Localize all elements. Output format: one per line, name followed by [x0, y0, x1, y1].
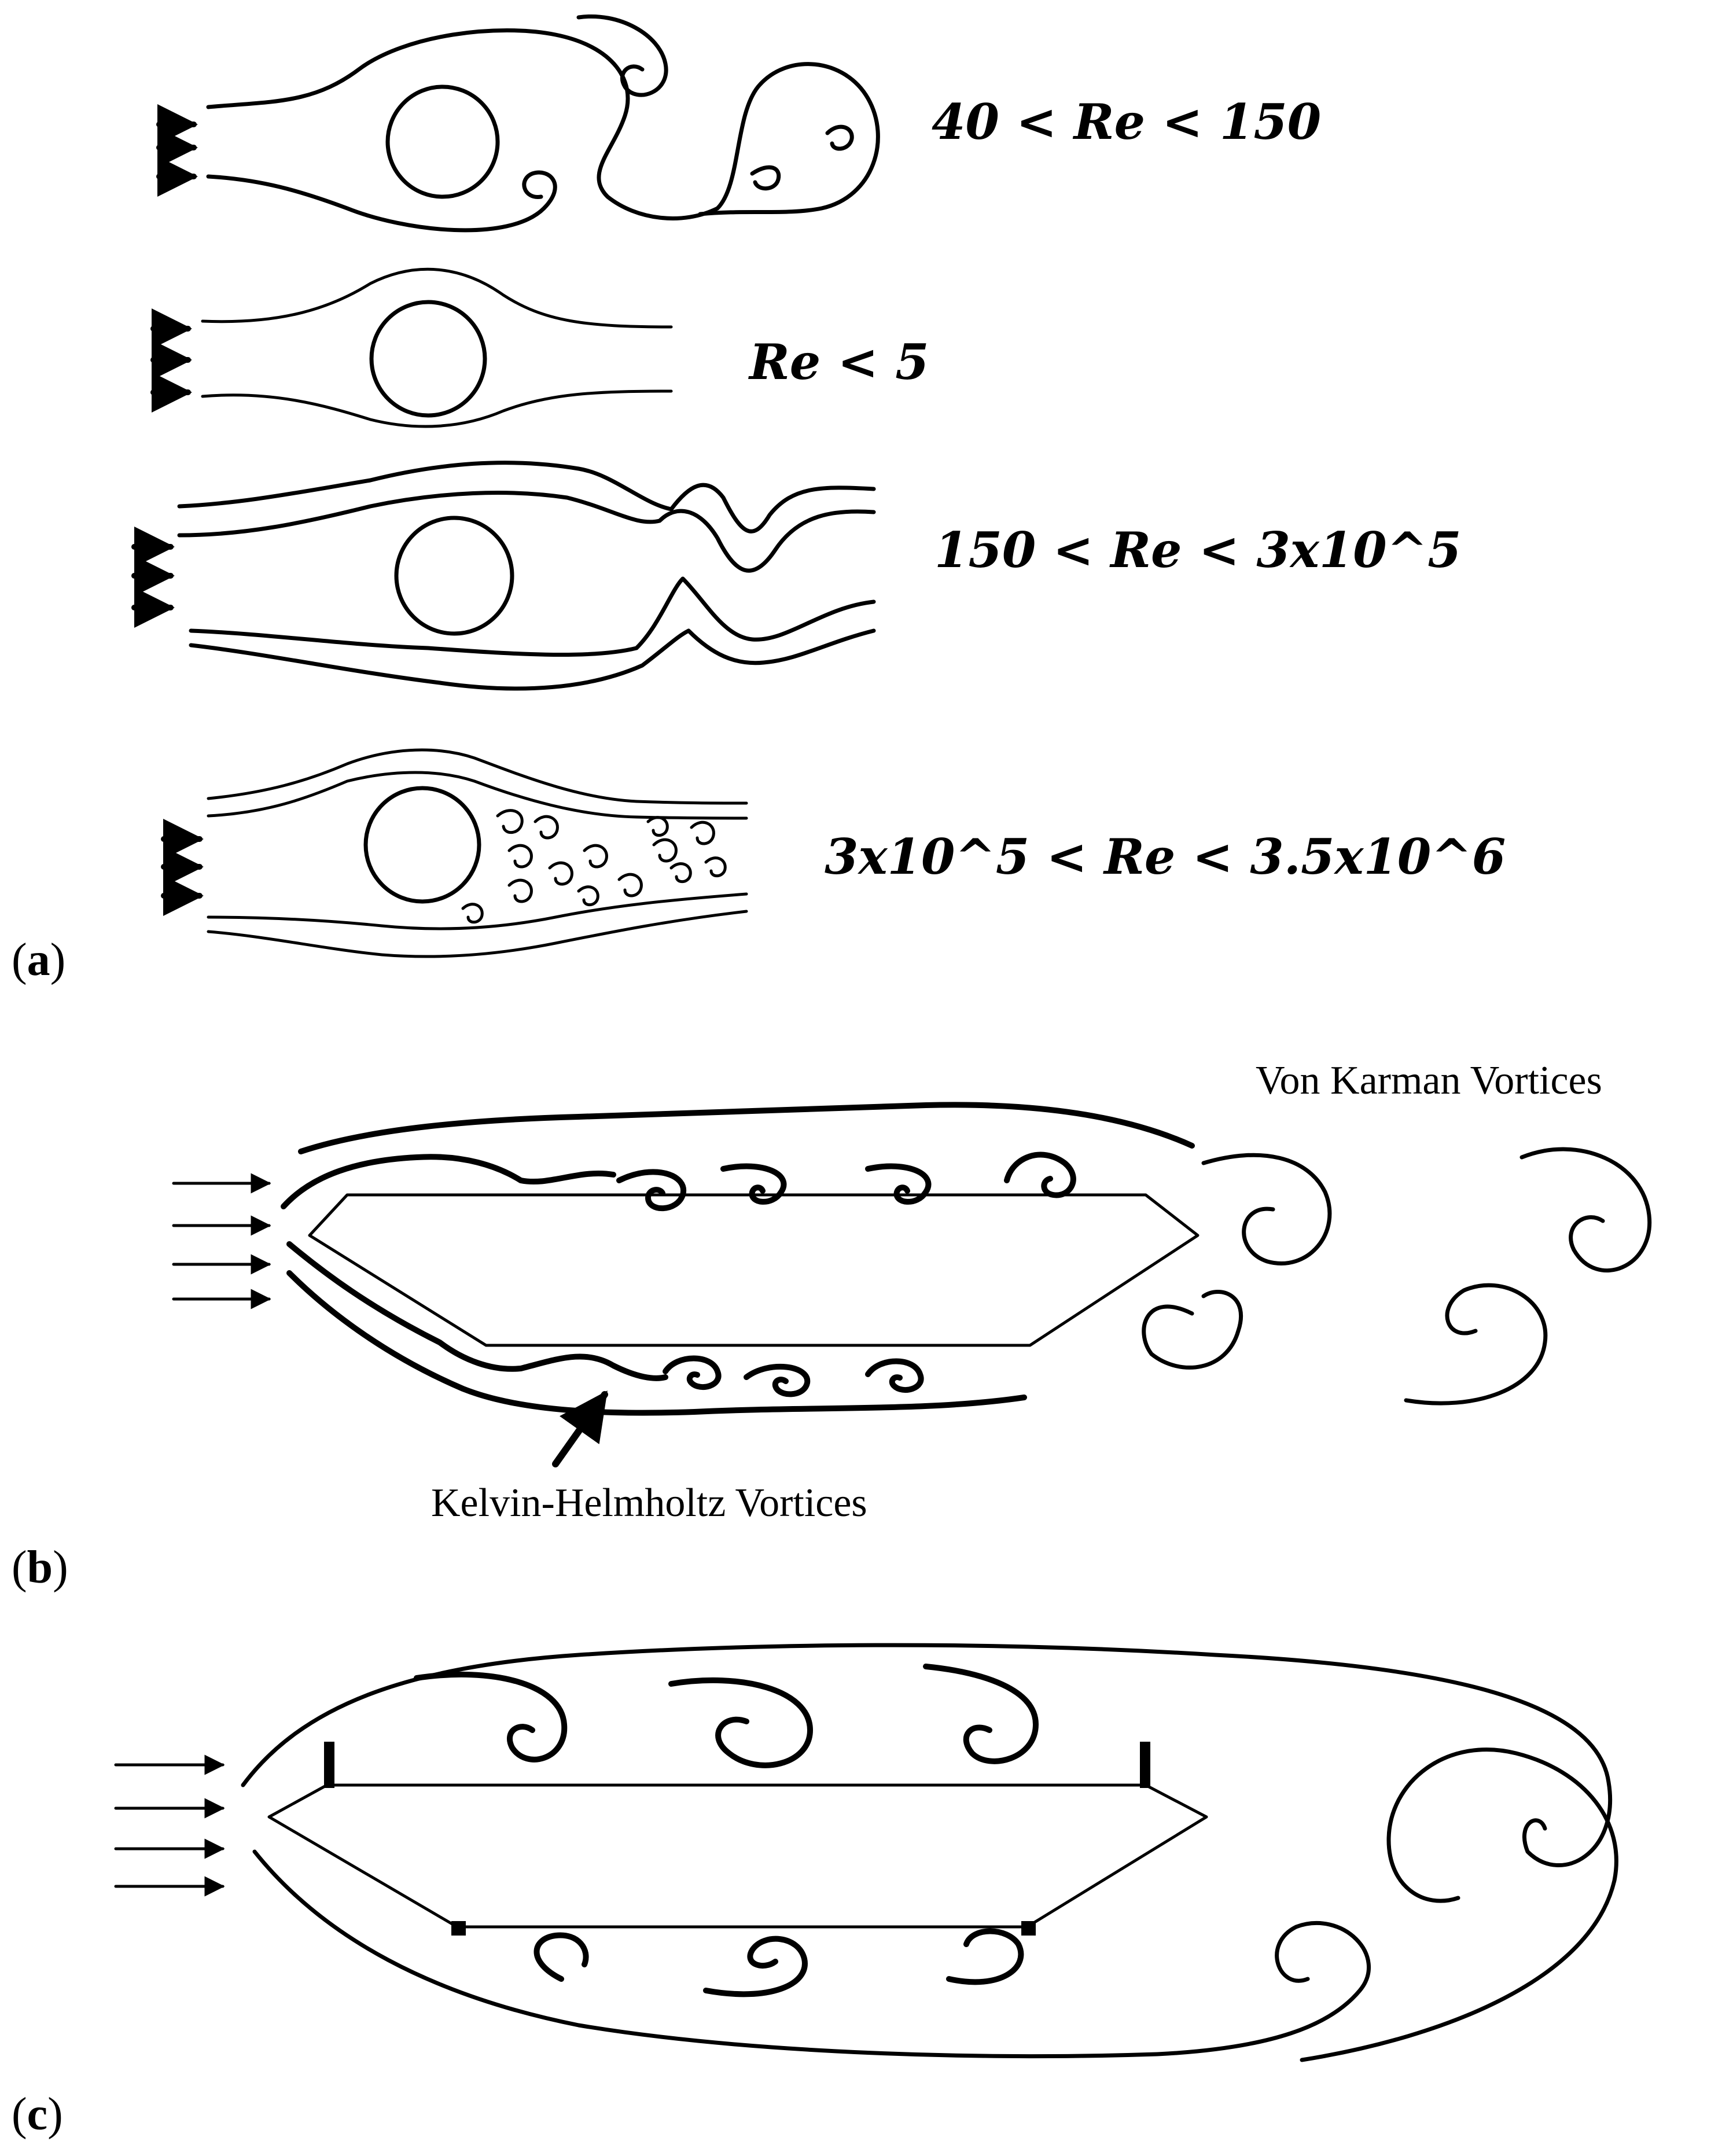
streamline-upper-outer — [177, 461, 876, 534]
cylinder — [363, 786, 481, 904]
streamline-lower — [201, 389, 673, 428]
panel-label-c: (c) — [12, 2089, 63, 2140]
panel-c: (c) — [12, 1643, 1618, 2140]
regime-row-3e5-3.5e6: 3x10^5 < Re < 3.5x10^6 — [161, 748, 1506, 958]
regime-label: 3x10^5 < Re < 3.5x10^6 — [825, 828, 1506, 885]
kh-pointer-arrow — [552, 1390, 608, 1467]
streamline-upper-inner — [207, 771, 748, 820]
vortex — [750, 165, 781, 191]
streamline-upper-outer — [298, 1102, 1195, 1154]
regime-row-150-3e5: 150 < Re < 3x10^5 — [131, 461, 1462, 691]
streamline-lower — [206, 170, 557, 233]
vortex — [576, 14, 668, 97]
flow-arrows — [172, 1173, 271, 1309]
vortex — [825, 124, 854, 151]
streamline-lower-outer — [189, 628, 876, 691]
outer-wake-streamline-right — [1300, 1747, 1618, 2062]
streamline-upper — [201, 267, 673, 329]
streamline-lower-inner — [207, 892, 748, 930]
regime-row-40-150: 40 < Re < 150 — [156, 14, 1321, 233]
regime-row-re-below-5: Re < 5 — [150, 267, 929, 428]
hexagonal-body — [308, 1193, 1200, 1347]
von-karman-vortices — [1142, 1147, 1652, 1406]
panel-label-b: (b) — [12, 1542, 68, 1593]
streamline-lower-inner — [286, 1241, 668, 1381]
streamline-upper-inner — [177, 491, 876, 573]
cylinder — [385, 84, 500, 199]
panel-label-a: (a) — [12, 934, 65, 985]
outer-wake-streamline-lower — [252, 1849, 1371, 2058]
streamline-upper-inner — [281, 1154, 616, 1209]
streamline-upper — [206, 28, 880, 220]
streamline-upper-outer — [207, 748, 748, 805]
panel-a: 40 < Re < 150 Re < 5 — [12, 14, 1506, 985]
panel-b: Von Karman Vortices Kelvin-Helmholtz Vor… — [12, 1058, 1652, 1593]
regime-label: 40 < Re < 150 — [932, 93, 1321, 150]
flow-arrows — [150, 308, 192, 413]
turbulent-wake-eddies — [461, 809, 727, 924]
flow-arrows — [131, 527, 175, 628]
kelvin-helmholtz-vortices — [616, 1151, 1076, 1397]
regime-label: Re < 5 — [748, 333, 929, 391]
hexagonal-body — [267, 1783, 1208, 1929]
flow-arrows — [161, 819, 204, 916]
von-karman-label: Von Karman Vortices — [1256, 1058, 1602, 1103]
spoilers — [324, 1742, 1150, 1936]
regime-label: 150 < Re < 3x10^5 — [934, 521, 1462, 579]
cylinder — [394, 516, 514, 636]
kelvin-helmholtz-label: Kelvin-Helmholtz Vortices — [431, 1481, 867, 1525]
cylinder — [369, 300, 487, 418]
streamline-lower-outer — [286, 1270, 1027, 1416]
outer-wake-streamline — [241, 1643, 1612, 1868]
separated-vortices — [414, 1664, 1039, 1997]
flow-arrows — [156, 104, 198, 197]
streamline-lower-inner — [189, 576, 876, 657]
streamline-lower-outer — [207, 910, 748, 958]
flow-arrows — [114, 1754, 225, 1897]
